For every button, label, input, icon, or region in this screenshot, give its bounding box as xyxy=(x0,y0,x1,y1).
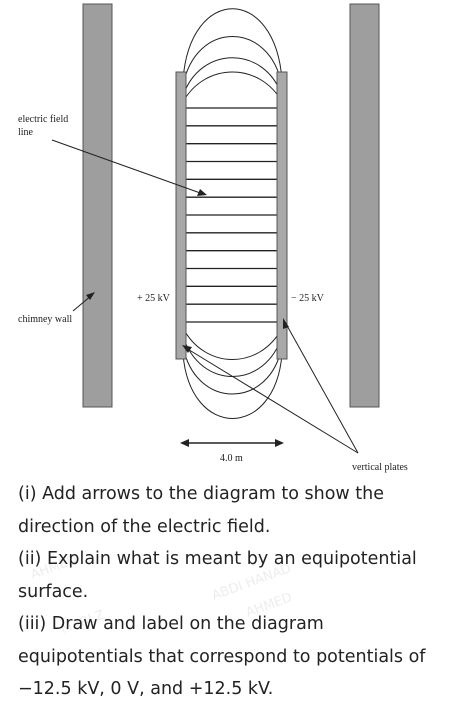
vertical-plates-pointer-left xyxy=(185,347,359,454)
vertical-plates-pointer-right-arrowhead xyxy=(283,318,289,329)
question-part-i: (i) Add arrows to the diagram to show th… xyxy=(18,484,385,537)
field-line-pointer xyxy=(51,139,204,195)
vertical-plates-pointer-right xyxy=(284,321,359,454)
fringe-field-lines-bottom xyxy=(182,327,283,419)
right-plate-potential-label: − 25 kV xyxy=(291,293,325,304)
electric-field-diagram: electric field line chimney wall + 25 kV… xyxy=(18,3,408,473)
left-plate-potential-label: + 25 kV xyxy=(137,293,171,304)
fringe-field-lines-top xyxy=(182,8,283,103)
chimney-wall-label: chimney wall xyxy=(18,314,72,325)
uniform-field-lines xyxy=(186,107,277,323)
question-part-iii: (iii) Draw and label on the diagram equi… xyxy=(18,614,426,699)
chimney-wall-right xyxy=(349,3,380,408)
separation-label: 4.0 m xyxy=(220,453,243,464)
question-text: (i) Add arrows to the diagram to show th… xyxy=(18,478,437,706)
chimney-wall-left xyxy=(82,3,113,408)
question-part-ii: (ii) Explain what is meant by an equipot… xyxy=(18,549,417,602)
plate-left xyxy=(175,71,187,360)
chimney-wall-pointer-arrowhead xyxy=(86,292,95,300)
separation-arrowhead-right xyxy=(275,439,284,447)
separation-arrowhead-left xyxy=(180,439,189,447)
field-line-label-line2: line xyxy=(18,127,34,138)
field-line-label-line1: electric field xyxy=(18,114,68,125)
field-line-pointer-arrowhead xyxy=(197,189,207,196)
vertical-plates-label: vertical plates xyxy=(352,462,408,473)
vertical-plates-pointer-left-arrowhead xyxy=(182,345,192,353)
plate-right xyxy=(276,71,288,360)
